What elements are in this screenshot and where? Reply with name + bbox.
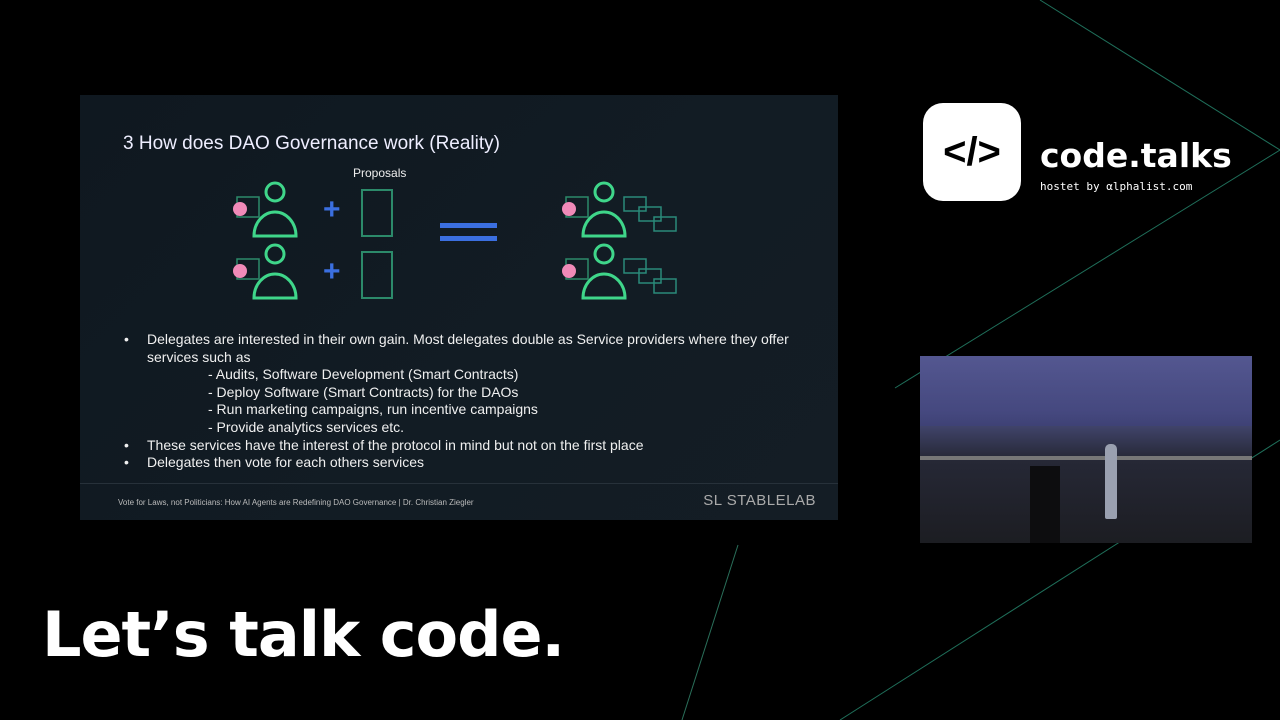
speaker-camera-feed — [920, 356, 1252, 543]
hosted-by: hostet by αlphalist.com — [1040, 180, 1193, 193]
person-icon — [593, 181, 615, 203]
stablelab-logo: SL STABLELAB — [703, 492, 816, 509]
bullet-item: Delegates are interested in their own ga… — [124, 331, 804, 366]
person-body — [581, 210, 627, 238]
bullet-item: These services have the interest of the … — [124, 437, 804, 455]
bullet-item: Delegates then vote for each others serv… — [124, 454, 804, 472]
slide-title: 3 How does DAO Governance work (Reality) — [123, 133, 500, 154]
plus-icon: + — [323, 193, 341, 226]
proposal-document-icon — [361, 189, 393, 237]
person-icon — [593, 243, 615, 265]
proposal-document-icon — [361, 251, 393, 299]
money-stack-icon — [653, 278, 677, 294]
proposals-label: Proposals — [353, 166, 407, 180]
speaker — [1105, 444, 1117, 519]
slide-footer: Vote for Laws, not Politicians: How AI A… — [118, 498, 474, 507]
person-icon — [264, 243, 286, 265]
token-icon — [562, 264, 576, 278]
presentation-slide: 3 How does DAO Governance work (Reality)… — [80, 95, 838, 520]
divider — [80, 483, 838, 484]
token-icon — [233, 264, 247, 278]
equals-icon — [440, 223, 497, 228]
money-stack-icon — [638, 206, 662, 222]
bullet-item: - Provide analytics services etc. — [208, 418, 405, 435]
money-stack-icon — [638, 268, 662, 284]
person-body — [252, 272, 298, 300]
token-icon — [562, 202, 576, 216]
money-stack-icon — [623, 258, 647, 274]
token-icon — [233, 202, 247, 216]
equals-icon-bar — [440, 236, 497, 241]
bullet-list: Delegates are interested in their own ga… — [124, 331, 804, 472]
code-talks-logo-icon: </> — [923, 103, 1021, 201]
money-stack-icon — [653, 216, 677, 232]
bullet-item: - Deploy Software (Smart Contracts) for … — [208, 383, 519, 400]
brand-name: code.talks — [1040, 136, 1232, 175]
bullet-item: - Audits, Software Development (Smart Co… — [208, 366, 519, 383]
bullet-item: - Run marketing campaigns, run incentive… — [208, 401, 538, 418]
plus-icon: + — [323, 255, 341, 288]
money-stack-icon — [623, 196, 647, 212]
person-body — [252, 210, 298, 238]
tagline: Let’s talk code. — [42, 598, 565, 671]
person-body — [581, 272, 627, 300]
person-icon — [264, 181, 286, 203]
governance-diagram: ++ — [233, 181, 677, 300]
podium — [1030, 466, 1060, 543]
